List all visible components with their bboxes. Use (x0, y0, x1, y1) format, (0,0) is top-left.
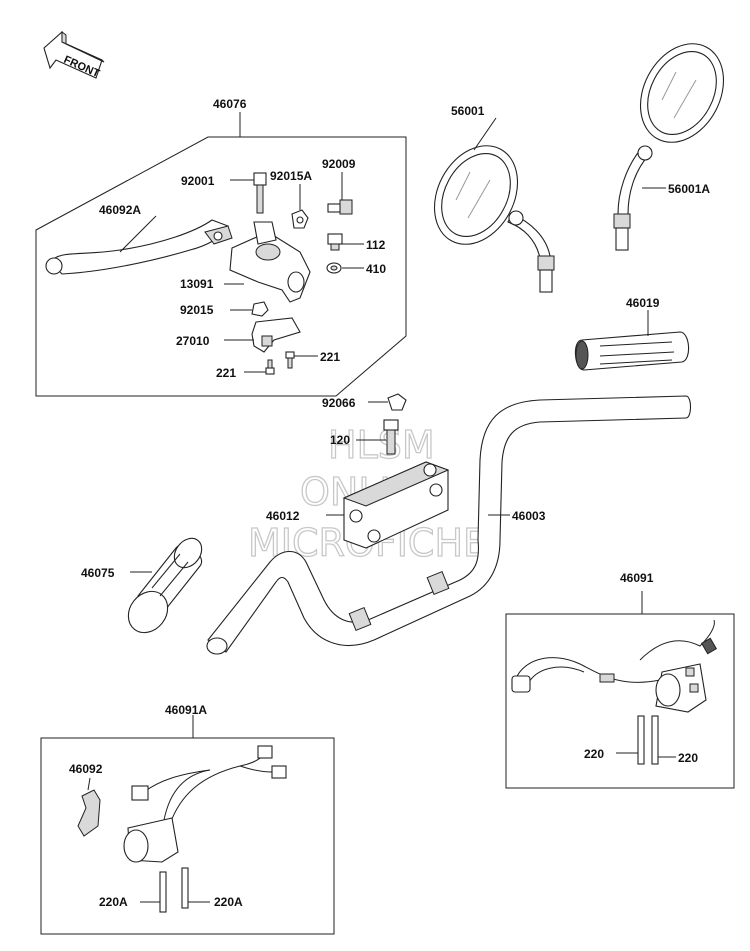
part-label-46075: 46075 (81, 566, 115, 580)
part-label-46092a: 46092A (99, 203, 141, 217)
switch-box-right (505, 591, 735, 789)
part-label-112: 112 (366, 238, 386, 252)
part-label-46091: 46091 (620, 571, 654, 585)
part-label-46076: 46076 (213, 97, 247, 111)
mirror-right (613, 43, 725, 251)
watermark-line-1: HLSM (328, 423, 435, 467)
part-label-92015a: 92015A (270, 169, 312, 183)
bolt-92001 (253, 172, 267, 214)
part-label-220a-a: 220A (99, 895, 128, 909)
part-label-220-a: 220 (584, 747, 604, 761)
handlebar (206, 395, 692, 655)
bolt-120 (356, 419, 399, 455)
part-label-46019: 46019 (626, 296, 660, 310)
lever-assembly-box (35, 112, 407, 397)
part-label-46091a: 46091A (165, 703, 207, 717)
grip-left (127, 537, 203, 634)
part-label-27010: 27010 (176, 334, 210, 348)
part-label-46003: 46003 (512, 509, 546, 523)
part-label-120: 120 (330, 433, 350, 447)
part-label-220a-b: 220A (214, 895, 243, 909)
clutch-lever (45, 219, 233, 275)
part-label-92066: 92066 (322, 396, 356, 410)
part-label-92009: 92009 (322, 157, 356, 171)
part-label-92015: 92015 (180, 303, 214, 317)
part-label-220-b: 220 (678, 751, 698, 765)
part-label-56001a: 56001A (668, 182, 710, 196)
washer-410 (326, 262, 342, 274)
part-label-221-a: 221 (320, 350, 340, 364)
lever-leaders (119, 172, 364, 373)
part-label-46012: 46012 (266, 509, 300, 523)
lever-bracket (229, 221, 311, 303)
nut-92066 (368, 393, 407, 411)
mirror-left (433, 117, 555, 293)
switch-27010 (251, 317, 301, 353)
part-label-221-b: 221 (216, 366, 236, 380)
front-arrow-icon: FRONT (43, 30, 105, 80)
switch-box-left (40, 715, 335, 935)
screw-221-a (285, 351, 295, 369)
part-label-92001: 92001 (181, 174, 215, 188)
part-label-46092: 46092 (69, 762, 103, 776)
screw-112 (327, 233, 343, 251)
bolt-92009 (327, 199, 353, 215)
grip-right (574, 310, 690, 371)
part-label-410: 410 (366, 262, 386, 276)
nut-92015a (291, 209, 309, 229)
nut-92015 (251, 301, 269, 317)
part-labels: 46076 92001 92015A 92009 46092A 112 1309… (69, 97, 710, 909)
part-label-56001: 56001 (451, 104, 485, 118)
part-label-13091: 13091 (180, 277, 214, 291)
handlebar-clamp (326, 461, 450, 549)
screw-221-b (265, 359, 275, 375)
